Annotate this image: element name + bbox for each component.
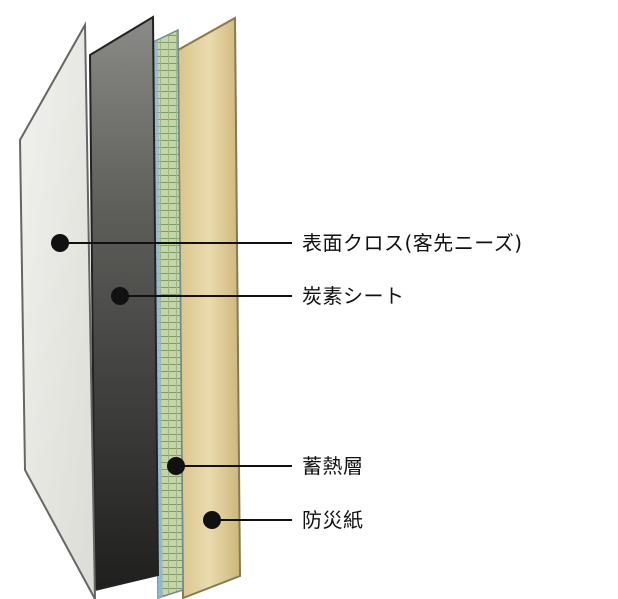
fireproof-paper-label: 防災紙 <box>302 508 364 532</box>
heat-storage-edge <box>153 40 163 598</box>
carbon-sheet-label: 炭素シート <box>302 284 405 308</box>
fireproof-paper-layer <box>176 16 242 599</box>
surface-cloth-label: 表面クロス(客先ニーズ) <box>302 231 523 255</box>
heat-storage-label: 蓄熱層 <box>302 454 364 478</box>
surface-cloth-dot <box>51 234 69 252</box>
heat-storage-dot <box>167 457 185 475</box>
fireproof-paper-dot <box>203 511 221 529</box>
carbon-sheet-dot <box>111 287 129 305</box>
surface-cloth-layer <box>18 21 96 599</box>
